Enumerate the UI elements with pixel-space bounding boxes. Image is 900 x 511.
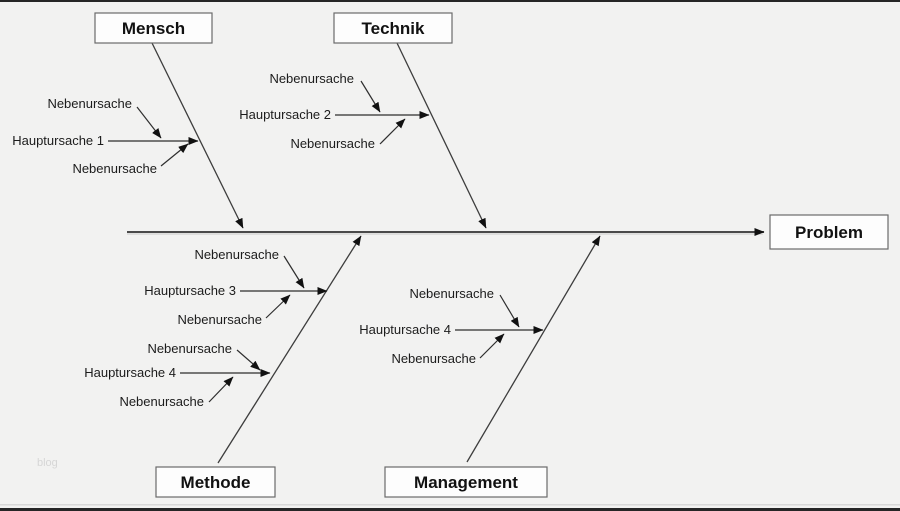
branch-technik-hauptursache-2: Hauptursache 2 Nebenursache Nebenursache <box>239 71 430 151</box>
category-box-methode: Methode <box>155 466 276 498</box>
sub-cause-label-lower: Nebenursache <box>290 136 375 151</box>
bone-management <box>466 235 601 463</box>
category-box-technik: Technik <box>333 12 453 44</box>
branch-methode-hauptursache-3: Hauptursache 3 Nebenursache Nebenursache <box>144 247 328 327</box>
category-box-management: Management <box>384 466 548 498</box>
main-cause-label: Hauptursache 1 <box>12 133 104 148</box>
bottom-border <box>0 508 900 511</box>
sub-cause-label-upper: Nebenursache <box>47 96 132 111</box>
sub-cause-arrow-lower <box>265 294 291 319</box>
problem-label: Problem <box>795 223 863 242</box>
sub-cause-arrow-upper <box>499 294 520 328</box>
sub-cause-arrow-upper <box>283 255 305 289</box>
sub-cause-arrow-lower <box>379 118 406 145</box>
branch-management-hauptursache-4: Hauptursache 4 Nebenursache Nebenursache <box>359 286 544 366</box>
watermark: blog <box>37 457 58 469</box>
sub-cause-arrow-upper <box>136 106 162 139</box>
sub-cause-arrow-lower <box>160 143 189 167</box>
sub-cause-label-lower: Nebenursache <box>72 161 157 176</box>
sub-cause-label-lower: Nebenursache <box>119 394 204 409</box>
sub-cause-label-upper: Nebenursache <box>409 286 494 301</box>
category-label: Management <box>414 473 518 492</box>
bone-mensch <box>151 42 244 229</box>
branch-methode-hauptursache-4: Hauptursache 4 Nebenursache Nebenursache <box>84 341 271 409</box>
problem-box: Problem <box>769 214 889 250</box>
branch-mensch-hauptursache-1: Hauptursache 1 Nebenursache Nebenursache <box>12 96 199 176</box>
sub-cause-arrow-lower <box>479 333 505 359</box>
bottom-inner-line <box>0 504 900 506</box>
sub-cause-label-upper: Nebenursache <box>194 247 279 262</box>
category-label: Methode <box>181 473 251 492</box>
sub-cause-label-upper: Nebenursache <box>269 71 354 86</box>
category-label: Mensch <box>122 19 185 38</box>
bone-technik <box>396 42 487 229</box>
category-box-mensch: Mensch <box>94 12 213 44</box>
sub-cause-label-upper: Nebenursache <box>147 341 232 356</box>
sub-cause-arrow-lower <box>208 376 234 403</box>
category-label: Technik <box>362 19 426 38</box>
sub-cause-label-lower: Nebenursache <box>391 351 476 366</box>
main-cause-label: Hauptursache 3 <box>144 283 236 298</box>
main-cause-label: Hauptursache 4 <box>84 365 176 380</box>
main-cause-label: Hauptursache 4 <box>359 322 451 337</box>
bone-methode <box>217 235 362 464</box>
sub-cause-arrow-upper <box>360 80 381 113</box>
sub-cause-arrow-upper <box>236 349 261 371</box>
top-border <box>0 0 900 2</box>
sub-cause-label-lower: Nebenursache <box>177 312 262 327</box>
main-cause-label: Hauptursache 2 <box>239 107 331 122</box>
